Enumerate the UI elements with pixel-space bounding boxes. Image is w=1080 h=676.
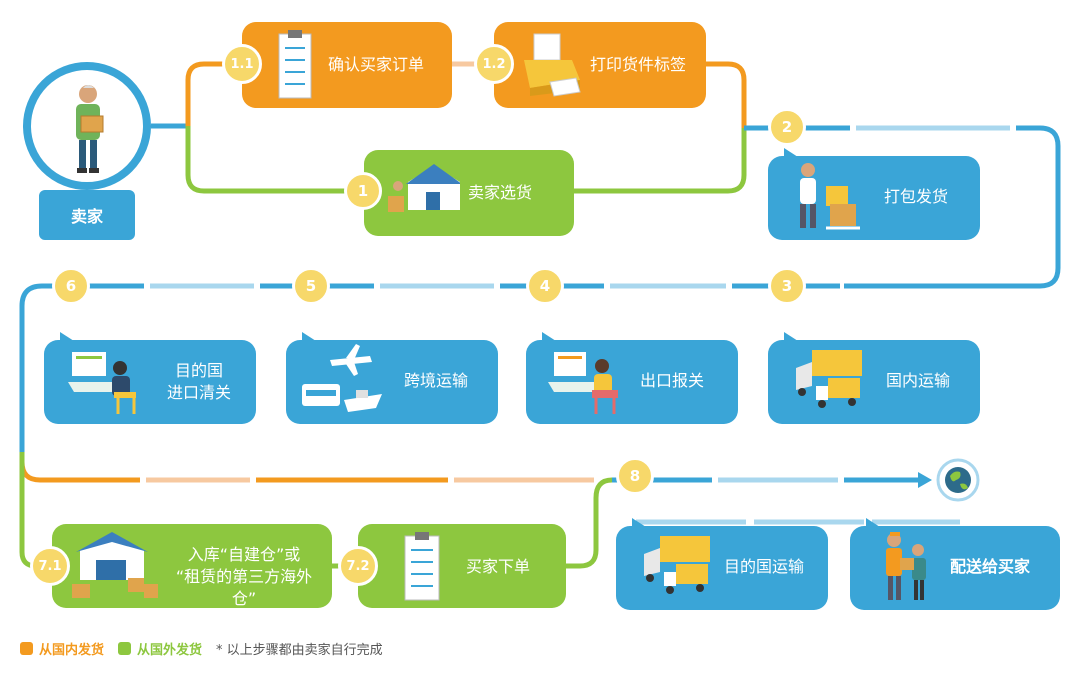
step-7-1-badge: 7.1 [30, 546, 70, 586]
seller-label: 卖家 [39, 190, 135, 240]
printer-icon [524, 33, 581, 97]
step-6-import-clearance: 目的国 进口清关 [44, 332, 256, 424]
step-6-label-line1: 目的国 [174, 361, 223, 380]
legend: 从国内发货 从国外发货 * 以上步骤都由卖家自行完成 [20, 639, 383, 658]
step-2-pack-ship: 打包发货 [768, 148, 980, 240]
step-6-label-line2: 进口清关 [166, 383, 231, 402]
step-deliver-label: 配送给买家 [950, 557, 1031, 576]
step-3-badge: 3 [768, 267, 806, 305]
legend-green-swatch [118, 642, 132, 655]
step-5-badge: 5 [292, 267, 330, 305]
step-4-label: 出口报关 [640, 371, 705, 390]
step-deliver-to-buyer: 配送给买家 [850, 518, 1060, 610]
overseas-warehouse-icon [72, 532, 158, 598]
step-8-destination-transport: 目的国运输 [616, 518, 828, 610]
step-6-badge: 6 [52, 267, 90, 305]
step-5-cross-border-transport: 跨境运输 [286, 332, 498, 424]
step-4-badge: 4 [526, 267, 564, 305]
legend-domestic: 从国内发货 [39, 643, 105, 658]
step-3-label: 国内运输 [886, 371, 951, 390]
step-8-badge: 8 [616, 457, 654, 495]
step-7-1-label-line1: 入库“自建仓”或 [187, 545, 301, 564]
warehouse-icon [388, 164, 460, 212]
step-1-2-label: 打印货件标签 [590, 55, 687, 74]
step-1-1-confirm-order: 确认买家订单 [242, 22, 452, 108]
order-form-icon [278, 30, 312, 99]
step-1-badge: 1 [344, 172, 382, 210]
destination-truck-icon [644, 536, 710, 594]
step-2-label: 打包发货 [884, 187, 949, 206]
step-1-2-badge: 1.2 [474, 44, 514, 84]
step-7-1-inbound-warehouse: 入库“自建仓”或 “租赁的第三方海外仓” [52, 524, 332, 608]
step-7-2-buyer-orders: 买家下单 [358, 524, 566, 608]
step-1-select-goods: 卖家选货 [364, 150, 574, 236]
legend-note: * 以上步骤都由卖家自行完成 [216, 643, 383, 658]
customs-desk-icon [548, 352, 618, 414]
step-4-export-declaration: 出口报关 [526, 332, 738, 424]
globe-icon [936, 458, 980, 502]
step-1-1-label: 确认买家订单 [328, 55, 425, 74]
step-7-2-badge: 7.2 [338, 546, 378, 586]
step-3-domestic-transport: 国内运输 [768, 332, 980, 424]
order-clipboard-icon [404, 532, 440, 601]
step-2-badge: 2 [768, 108, 806, 146]
truck-icon [796, 350, 862, 408]
clearance-desk-icon [68, 352, 136, 414]
step-7-1-label-line2: “租赁的第三方海外仓” [175, 567, 313, 608]
seller-avatar-circle [23, 62, 151, 190]
legend-overseas: 从国外发货 [137, 643, 203, 658]
legend-orange-swatch [20, 642, 33, 655]
step-8-label: 目的国运输 [724, 557, 805, 576]
step-1-label: 卖家选货 [468, 183, 533, 202]
seller-figure-icon [76, 85, 104, 173]
packing-icon [800, 163, 860, 230]
step-1-2-print-labels: 打印货件标签 [494, 22, 706, 108]
plane-ship-icon [302, 344, 382, 412]
delivery-person-icon [886, 532, 926, 600]
step-5-label: 跨境运输 [404, 371, 469, 390]
step-1-1-badge: 1.1 [222, 44, 262, 84]
step-7-2-label: 买家下单 [466, 557, 531, 576]
